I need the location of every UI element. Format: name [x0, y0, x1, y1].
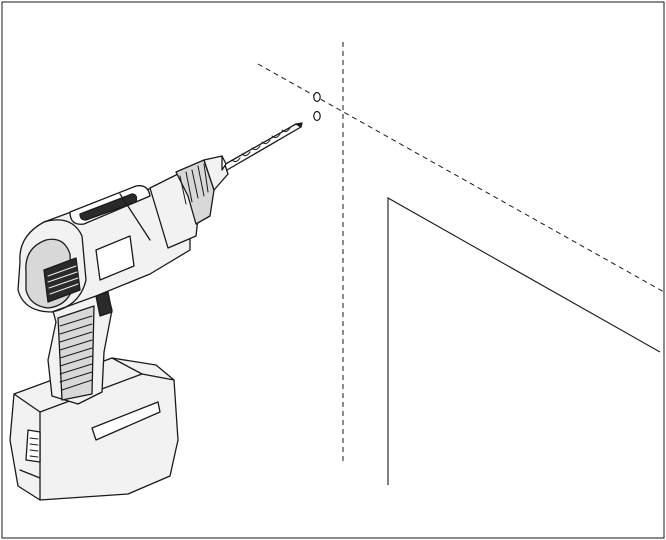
diagonal-guide-line	[257, 63, 665, 293]
upper-hole-mark	[313, 91, 321, 103]
drill-handle	[47, 281, 113, 405]
guide-lines	[257, 42, 665, 462]
drill-body	[17, 185, 191, 313]
drill-bit-icon	[221, 122, 303, 171]
hole-marks	[313, 91, 321, 122]
lower-hole-mark	[313, 110, 321, 122]
drill-chuck	[149, 155, 229, 249]
drill-icon	[9, 122, 303, 501]
panel-edge	[387, 197, 661, 485]
wall-panel-outline	[387, 197, 661, 485]
